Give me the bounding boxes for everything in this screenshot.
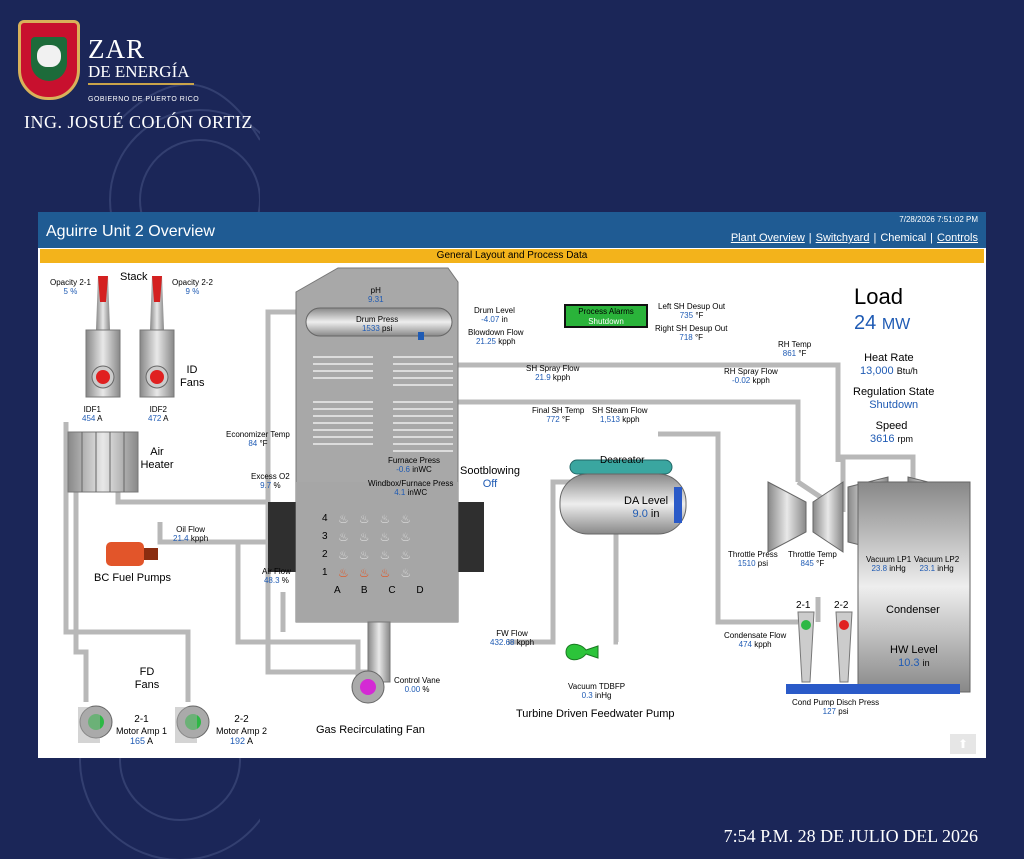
load-value: 24 MW — [854, 312, 911, 334]
drum-level: Drum Level-4.07 in — [474, 306, 515, 325]
burner-columns: A B C D — [334, 585, 424, 596]
burner-row: 2 — [322, 549, 328, 560]
nav-chemical[interactable]: Chemical — [880, 232, 927, 244]
gas-recirc-fan-label: Gas Recirculating Fan — [316, 724, 425, 736]
burner-row: 1 — [322, 567, 328, 578]
scroll-up-button[interactable]: ⬆ — [950, 734, 976, 754]
nav-controls[interactable]: Controls — [937, 232, 978, 244]
section-header: General Layout and Process Data — [40, 249, 984, 263]
burner-row: 3 — [322, 531, 328, 542]
org-name: ZAR — [88, 34, 145, 64]
cond-pump-2-1: 2-1 — [796, 600, 811, 611]
bc-fuel-pump — [106, 542, 144, 566]
footer-timestamp: 7:54 P.M. 28 DE JULIO DEL 2026 — [723, 826, 978, 846]
fd-fans-label: FD Fans — [134, 666, 160, 691]
steam-drum — [305, 307, 453, 337]
id-fans-label: ID Fans — [180, 364, 205, 389]
title-bar: Aguirre Unit 2 Overview 7/28/2026 7:51:0… — [38, 212, 986, 248]
tdfp-label: Turbine Driven Feedwater Pump — [516, 708, 675, 720]
rh-spray-flow: RH Spray Flow-0.02 kpph — [724, 367, 778, 386]
divider — [88, 83, 194, 85]
air-heater-label: Air Heater — [140, 446, 174, 471]
burner-row-labels: 4 3 2 1 — [322, 510, 328, 582]
person-name: ING. JOSUÉ COLÓN ORTIZ — [24, 112, 253, 132]
screen-datetime: 7/28/2026 7:51:02 PM — [899, 215, 978, 224]
burner-grid: ♨ ♨ ♨ ♨♨ ♨ ♨ ♨♨ ♨ ♨ ♨♨ ♨ ♨ ♨ — [338, 512, 412, 580]
deaerator-label: Deareator — [600, 455, 645, 466]
bc-fuel-pumps-label: BC Fuel Pumps — [94, 572, 172, 584]
screen-title: Aguirre Unit 2 Overview — [46, 223, 215, 240]
nav-plant-overview[interactable]: Plant Overview — [730, 232, 805, 244]
burner-row: 4 — [322, 513, 328, 524]
process-diagram — [63, 267, 971, 743]
scada-screen: Aguirre Unit 2 Overview 7/28/2026 7:51:0… — [38, 212, 986, 758]
condenser-label: Condenser — [886, 604, 940, 616]
stack-label: Stack — [120, 271, 148, 283]
air-heater — [67, 431, 139, 493]
government-label: GOBIERNO DE PUERTO RICO — [88, 96, 200, 103]
furnace-wall-right — [456, 502, 484, 572]
nav-switchyard[interactable]: Switchyard — [815, 232, 870, 244]
load-label: Load — [854, 284, 903, 309]
condenser-vessel — [857, 481, 971, 693]
nav-links: Plant Overview|Switchyard|Chemical|Contr… — [730, 232, 978, 244]
puerto-rico-seal — [18, 20, 80, 100]
org-subname: DE ENERGÍA — [88, 62, 190, 81]
cond-pump-2-2: 2-2 — [834, 600, 849, 611]
furnace-press: Furnace Press-0.6 inWC — [388, 456, 441, 475]
